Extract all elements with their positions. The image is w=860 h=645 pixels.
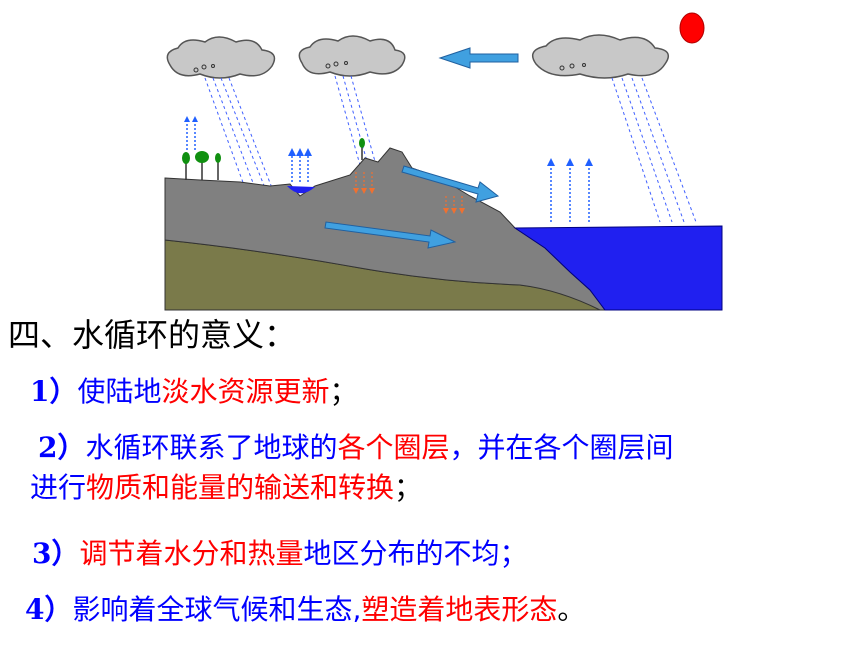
infiltration-arrow-icon (353, 172, 465, 214)
land-layer (164, 147, 606, 311)
sun-icon (679, 12, 705, 44)
list-item-2: 2）水循环联系了地球的各个圈层，并在各个圈层间 (38, 431, 674, 464)
list-item-3: 3）调节着水分和热量地区分布的不均； (32, 537, 528, 570)
list-item-4: 4）影响着全球气候和生态,塑造着地表形态。 (25, 593, 586, 626)
cloud-icon (298, 35, 406, 77)
runoff-arrow-icon (401, 165, 500, 203)
tree-icon (215, 153, 221, 180)
lake (287, 186, 315, 194)
cloud-icon (166, 36, 276, 79)
tree-icon (359, 138, 365, 160)
tree-icon (195, 151, 209, 180)
water-cycle-diagram (164, 12, 723, 311)
tree-icon (182, 152, 190, 180)
cloud-icon (531, 34, 670, 79)
evaporation-arrow-icon (184, 116, 593, 222)
list-item-2-continued: 进行物质和能量的输送和转换； (30, 471, 423, 504)
list-item-1: 1）使陆地淡水资源更新； (30, 375, 358, 408)
section-heading: 四、水循环的意义： (8, 316, 297, 354)
wind-arrow-icon (438, 47, 519, 69)
runoff-arrow-icon (324, 221, 457, 249)
sea (513, 225, 723, 311)
